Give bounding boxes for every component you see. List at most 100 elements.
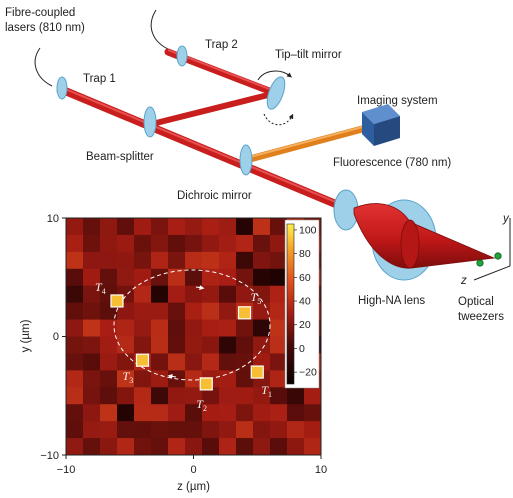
heatmap-cell bbox=[100, 336, 118, 354]
heatmap-cell bbox=[117, 234, 135, 253]
heatmap-cell bbox=[270, 302, 288, 321]
y-tick-mid: 0 bbox=[53, 331, 59, 343]
heatmap-cell bbox=[151, 218, 169, 236]
heatmap-cell bbox=[168, 421, 186, 439]
heatmap-cell bbox=[270, 234, 288, 253]
trap-marker-t5 bbox=[237, 306, 252, 320]
heatmap-cell bbox=[151, 251, 169, 270]
heatmap-cell bbox=[168, 251, 186, 270]
heatmap-cell bbox=[168, 218, 186, 236]
heatmap-cell bbox=[100, 387, 118, 405]
heatmap-cell bbox=[134, 218, 152, 236]
tweezers-label-1: Optical bbox=[458, 296, 494, 308]
heatmap-cell bbox=[83, 438, 101, 456]
tilted-beam bbox=[151, 91, 273, 127]
heatmap-cell bbox=[117, 319, 135, 337]
x-axis-label: z (µm) bbox=[177, 481, 210, 493]
trap-marker-t3 bbox=[135, 353, 150, 367]
heatmap-cell bbox=[185, 218, 203, 236]
heatmap-cell bbox=[253, 319, 271, 337]
heatmap-cell bbox=[287, 438, 305, 456]
heatmap-cell bbox=[100, 319, 118, 337]
heatmap-cell bbox=[202, 319, 220, 337]
heatmap-cell bbox=[270, 218, 288, 236]
heatmap-cell bbox=[202, 421, 220, 439]
heatmap-cell bbox=[185, 404, 203, 422]
atom-2 bbox=[476, 259, 484, 267]
heatmap-cell bbox=[185, 353, 203, 371]
heatmap-cell bbox=[253, 421, 271, 439]
heatmap-cell bbox=[202, 234, 220, 253]
heatmap-cell bbox=[66, 353, 84, 371]
heatmap-cell bbox=[100, 438, 118, 456]
heatmap-cell bbox=[236, 268, 254, 287]
heatmap-cell bbox=[219, 387, 237, 405]
fluorescence-label: Fluorescence (780 nm) bbox=[333, 157, 451, 169]
trap-label-t4: T4 bbox=[95, 280, 106, 296]
fibre-1 bbox=[34, 47, 53, 87]
heatmap-cell bbox=[219, 285, 237, 304]
heatmap-cell bbox=[236, 319, 254, 337]
heatmap-cell bbox=[151, 319, 169, 337]
heatmap-cell bbox=[134, 319, 152, 337]
heatmap-cells bbox=[66, 218, 322, 456]
trap1-beam bbox=[56, 84, 352, 214]
heatmap-cell bbox=[151, 421, 169, 439]
heatmap-cell bbox=[253, 251, 271, 270]
heatmap-cell bbox=[185, 370, 203, 388]
heatmap-cell bbox=[134, 404, 152, 422]
heatmap-cell bbox=[83, 336, 101, 354]
heatmap-cell bbox=[134, 336, 152, 354]
heatmap-cell bbox=[287, 404, 305, 422]
heatmap-cell bbox=[66, 285, 84, 304]
trap1-label: Trap 1 bbox=[83, 73, 116, 85]
y-tick-min: −10 bbox=[40, 450, 59, 462]
y-axis-label: y (µm) bbox=[20, 319, 32, 352]
heatmap-cell bbox=[185, 438, 203, 456]
heatmap-cell bbox=[236, 234, 254, 253]
heatmap-cell bbox=[270, 370, 288, 388]
heatmap-cell bbox=[270, 268, 288, 287]
heatmap-cell bbox=[168, 336, 186, 354]
dichroic-label: Dichroic mirror bbox=[177, 190, 252, 202]
heatmap-cell bbox=[202, 268, 220, 287]
trap2-label: Trap 2 bbox=[205, 39, 238, 51]
trajectory-arrow-top bbox=[195, 285, 205, 291]
heatmap-cell bbox=[253, 285, 271, 304]
colorbar-gradient bbox=[286, 223, 295, 385]
colorbar-tick-label: 20 bbox=[299, 319, 311, 331]
heatmap-cell bbox=[219, 438, 237, 456]
heatmap-cell bbox=[168, 404, 186, 422]
heatmap-cell bbox=[236, 438, 254, 456]
trap-marker-t1 bbox=[250, 365, 264, 379]
x-tick-min: −10 bbox=[57, 464, 76, 476]
heatmap-cell bbox=[253, 438, 271, 456]
heatmap-cell bbox=[236, 404, 254, 422]
axis-y3d-label: y bbox=[502, 213, 510, 225]
heatmap-cell bbox=[151, 302, 169, 321]
heatmap-cell bbox=[83, 421, 101, 439]
heatmap-cell bbox=[134, 370, 152, 388]
trap-label-t1: T1 bbox=[261, 383, 272, 399]
colorbar-tick-label: 100 bbox=[299, 224, 317, 236]
heatmap-cell bbox=[117, 336, 135, 354]
heatmap-cell bbox=[253, 268, 271, 287]
heatmap-cell bbox=[236, 336, 254, 354]
heatmap-cell bbox=[117, 438, 135, 456]
tip-tilt-mirror bbox=[266, 76, 286, 110]
heatmap-cell bbox=[117, 353, 135, 371]
trajectory-arrow-bottom bbox=[167, 373, 177, 379]
heatmap-cell bbox=[134, 302, 152, 321]
heatmap-cell bbox=[219, 370, 237, 388]
heatmap-cell bbox=[83, 285, 101, 304]
trap-label-t5: T5 bbox=[251, 290, 262, 306]
heatmap-cell bbox=[219, 302, 237, 321]
heatmap-cell bbox=[202, 251, 220, 270]
heatmap-cell bbox=[202, 353, 220, 371]
z-axis-3d bbox=[473, 265, 511, 281]
heatmap-cell bbox=[151, 336, 169, 354]
axis-z3d-label: z bbox=[460, 275, 467, 287]
